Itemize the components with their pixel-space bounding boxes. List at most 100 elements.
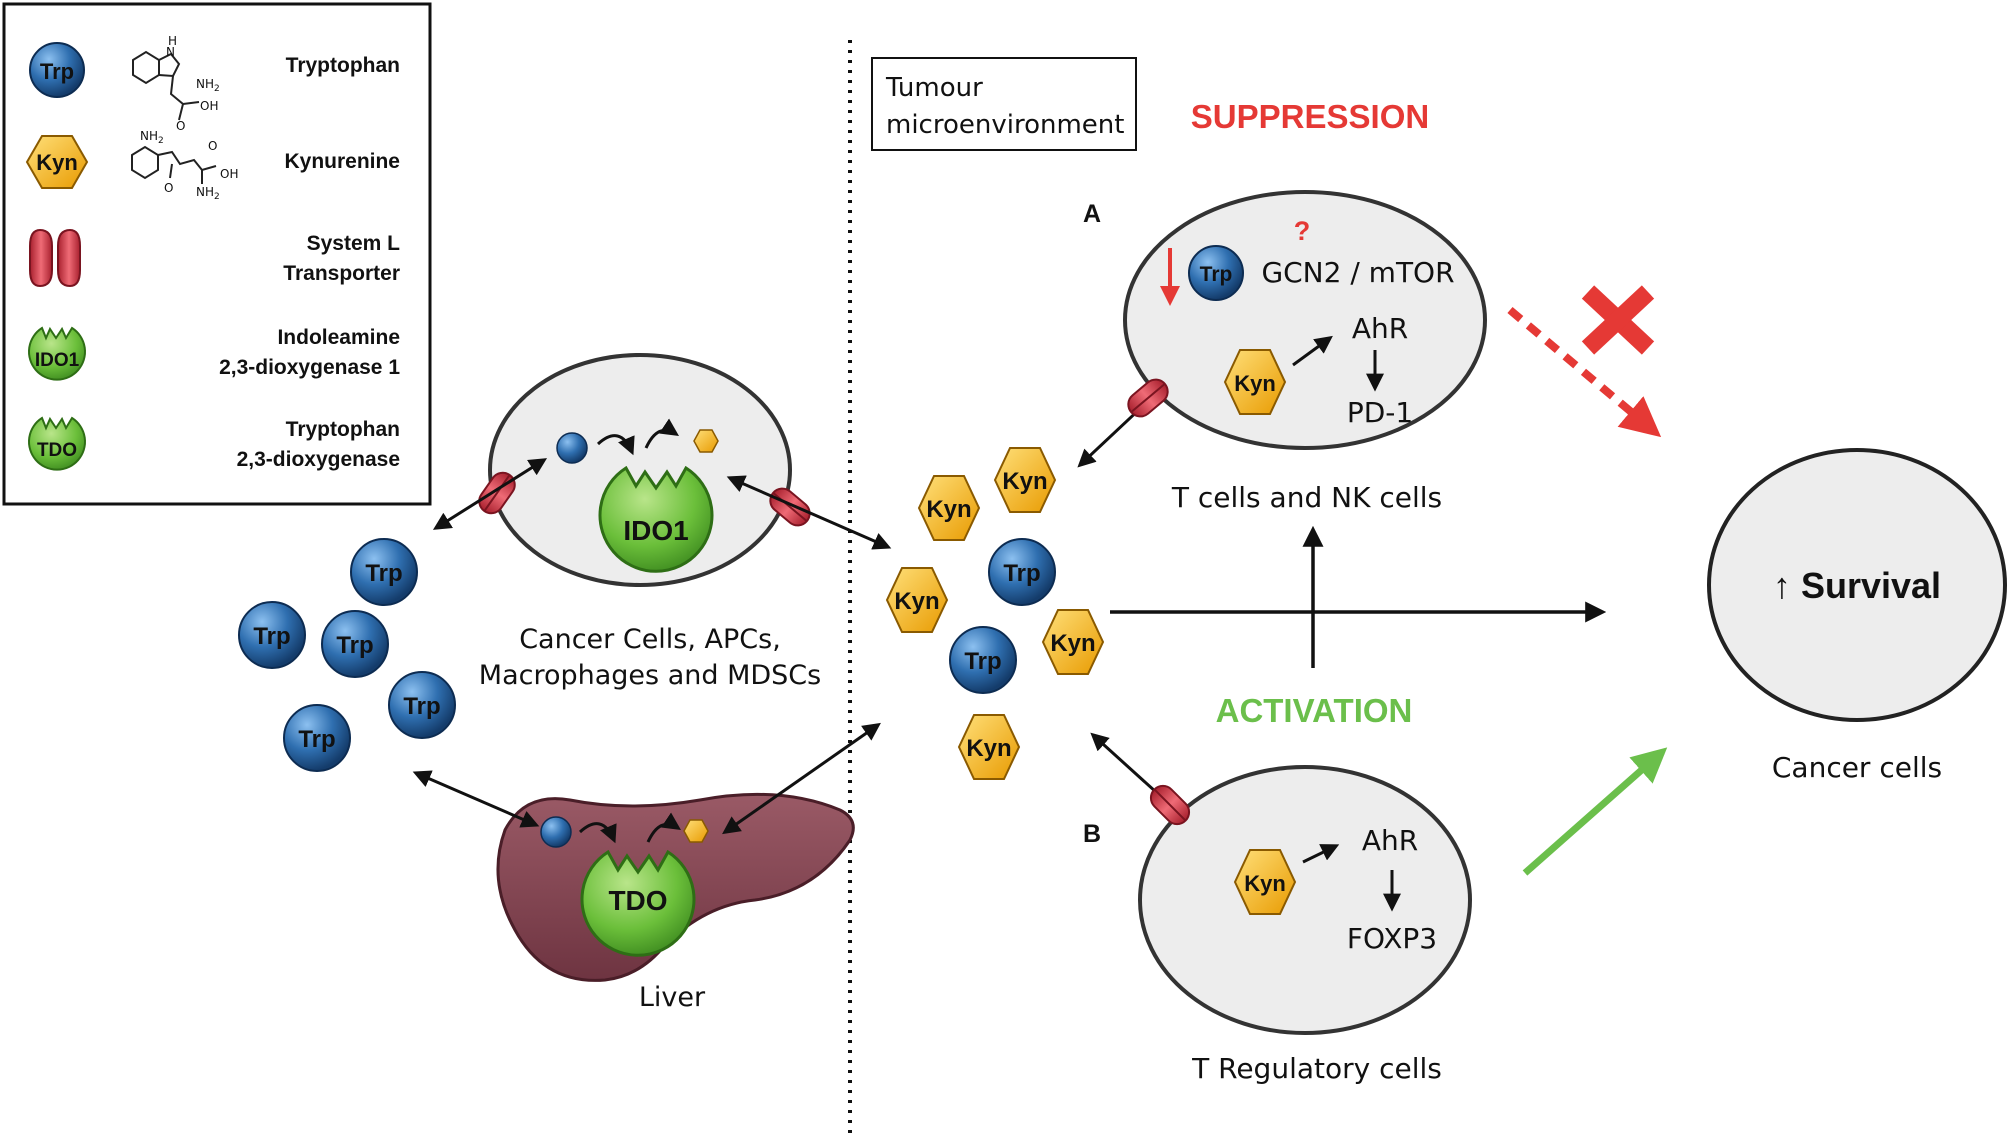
cancer-kyn-transport-arrow bbox=[726, 475, 892, 550]
legend-transporter-row: System L Transporter bbox=[29, 228, 401, 288]
ahr-label-b: AhR bbox=[1362, 824, 1418, 857]
svg-text:Trp: Trp bbox=[1003, 560, 1040, 587]
ahr-label-a: AhR bbox=[1352, 312, 1408, 345]
free-trp-cluster-left: Trp Trp Trp Trp Trp bbox=[238, 538, 456, 772]
suppression-title: SUPPRESSION bbox=[1191, 98, 1429, 135]
kyn-molecule bbox=[1233, 849, 1297, 915]
chem-nh2-label-3: NH2 bbox=[196, 185, 220, 202]
activation-marker: B bbox=[1083, 820, 1101, 848]
trp-molecule: Trp bbox=[350, 538, 418, 606]
ido1-label: IDO1 bbox=[623, 515, 688, 546]
legend-ido1-row: IDO1 Indoleamine 2,3-dioxygenase 1 bbox=[28, 326, 400, 381]
transporter-icon bbox=[29, 228, 81, 288]
survival-cancer-cell: ↑Survival bbox=[1707, 448, 2007, 722]
legend-tdo-line1: Tryptophan bbox=[286, 418, 400, 441]
trp-molecule: Trp bbox=[388, 671, 456, 739]
pd1-label: PD-1 bbox=[1347, 396, 1413, 429]
kyn-molecule: Kyn bbox=[957, 714, 1021, 780]
tdo-enzyme-icon bbox=[28, 416, 86, 471]
kyn-molecule: Kyn bbox=[917, 475, 981, 541]
chem-n-label: N bbox=[166, 45, 175, 59]
legend-ido1-line2: 2,3-dioxygenase 1 bbox=[219, 356, 400, 379]
legend-transporter-line2: Transporter bbox=[283, 262, 400, 285]
svg-text:Kyn: Kyn bbox=[1050, 630, 1095, 657]
t-regulatory-cell-label: T Regulatory cells bbox=[1191, 1052, 1442, 1085]
svg-text:Kyn: Kyn bbox=[894, 588, 939, 615]
trp-molecule: Trp bbox=[283, 704, 351, 772]
tdo-enzyme-icon bbox=[580, 849, 696, 957]
cancer-trp-transport-arrow bbox=[432, 458, 548, 530]
chem-o-label-3: O bbox=[208, 139, 217, 153]
trp-molecule: Trp bbox=[988, 538, 1056, 606]
legend-ido1-badge: IDO1 bbox=[35, 350, 80, 371]
unknown-mark: ? bbox=[1294, 216, 1311, 246]
legend-trp-row: Trp H N NH2 OH O Tryptophan bbox=[29, 34, 400, 133]
blocked-survival-arrow bbox=[1507, 306, 1662, 438]
svg-text:Trp: Trp bbox=[403, 693, 440, 720]
conversion-arrow-4 bbox=[646, 812, 681, 843]
chem-nh2-label-1: NH2 bbox=[196, 77, 220, 94]
trp-molecule bbox=[1188, 245, 1244, 301]
transporter-icon bbox=[1149, 784, 1191, 826]
legend-kyn-name: Kynurenine bbox=[284, 150, 400, 173]
svg-text:Kyn: Kyn bbox=[966, 735, 1011, 762]
kyn-label: Kyn bbox=[1244, 871, 1286, 896]
foxp3-label: FOXP3 bbox=[1347, 922, 1437, 955]
trp-molecule: Trp bbox=[238, 601, 306, 669]
legend-ido1-line1: Indoleamine bbox=[277, 326, 400, 349]
trp-molecule-icon bbox=[29, 42, 85, 98]
cancer-apc-label-line2: Macrophages and MDSCs bbox=[479, 660, 821, 691]
trp-molecule: Trp bbox=[949, 626, 1017, 694]
kyn-molecule: Kyn bbox=[885, 567, 949, 633]
kyn-molecule-icon bbox=[25, 135, 89, 189]
kyn-label: Kyn bbox=[1234, 371, 1276, 396]
conversion-arrow-1 bbox=[596, 434, 635, 456]
tme-line2: microenvironment bbox=[886, 110, 1124, 140]
trp-small-icon bbox=[556, 432, 588, 464]
kyn-molecule: Kyn bbox=[993, 447, 1057, 513]
transporter-icon bbox=[1127, 378, 1169, 418]
chem-h-label: H bbox=[168, 34, 177, 48]
cancer-cells-label: Cancer cells bbox=[1772, 751, 1942, 784]
legend-kyn-badge: Kyn bbox=[36, 150, 78, 175]
central-metabolite-cluster: Kyn Kyn Trp Kyn Kyn Trp Kyn bbox=[885, 447, 1105, 780]
cancer-apc-label-line1: Cancer Cells, APCs, bbox=[519, 624, 781, 655]
kyn-to-ahr-arrow bbox=[1292, 335, 1333, 367]
gcn2-mtor-label: GCN2 / mTOR bbox=[1261, 256, 1454, 289]
chem-nh2-label-2: NH2 bbox=[140, 129, 164, 146]
legend-transporter-line1: System L bbox=[307, 232, 401, 255]
chem-oh-label-1: OH bbox=[200, 99, 218, 113]
legend-tdo-line2: 2,3-dioxygenase bbox=[237, 448, 400, 471]
legend: Trp H N NH2 OH O Tryptophan Kyn bbox=[2, 2, 432, 506]
svg-text:Kyn: Kyn bbox=[926, 496, 971, 523]
tdo-label: TDO bbox=[608, 885, 667, 916]
kyn-small-icon bbox=[683, 819, 709, 843]
tme-label-box: Tumour microenvironment bbox=[871, 57, 1137, 151]
blocked-cross-icon bbox=[1581, 285, 1655, 355]
svg-text:Trp: Trp bbox=[253, 623, 290, 650]
legend-trp-badge: Trp bbox=[40, 59, 74, 84]
ido1-enzyme-icon bbox=[28, 326, 86, 381]
t-nk-cell-label: T cells and NK cells bbox=[1171, 481, 1442, 514]
conversion-arrow-3 bbox=[578, 822, 617, 844]
tryptophan-structure-icon bbox=[132, 50, 200, 121]
trp-molecule: Trp bbox=[321, 610, 389, 678]
legend-tdo-badge: TDO bbox=[37, 440, 77, 461]
chem-o-label-2: O bbox=[164, 181, 173, 195]
kyn-to-ahr-arrow-b bbox=[1302, 844, 1340, 864]
kyn-molecule bbox=[1223, 349, 1287, 415]
t-regulatory-cell: Kyn AhR FOXP3 bbox=[1138, 765, 1472, 1035]
activation-title: ACTIVATION bbox=[1216, 692, 1413, 729]
legend-trp-name: Tryptophan bbox=[286, 54, 400, 77]
liver-kyn-transport-arrow bbox=[722, 722, 881, 835]
svg-text:Trp: Trp bbox=[365, 560, 402, 587]
svg-text:Trp: Trp bbox=[298, 726, 335, 753]
up-arrow-icon: ↑ bbox=[1773, 565, 1791, 606]
liver-label: Liver bbox=[639, 982, 706, 1013]
promote-survival-arrow bbox=[1522, 747, 1668, 876]
survival-text: ↑Survival bbox=[1773, 565, 1941, 606]
legend-tdo-row: TDO Tryptophan 2,3-dioxygenase bbox=[28, 416, 400, 471]
chem-oh-label-2: OH bbox=[220, 167, 238, 181]
liver-organ: TDO Liver bbox=[496, 792, 855, 1013]
